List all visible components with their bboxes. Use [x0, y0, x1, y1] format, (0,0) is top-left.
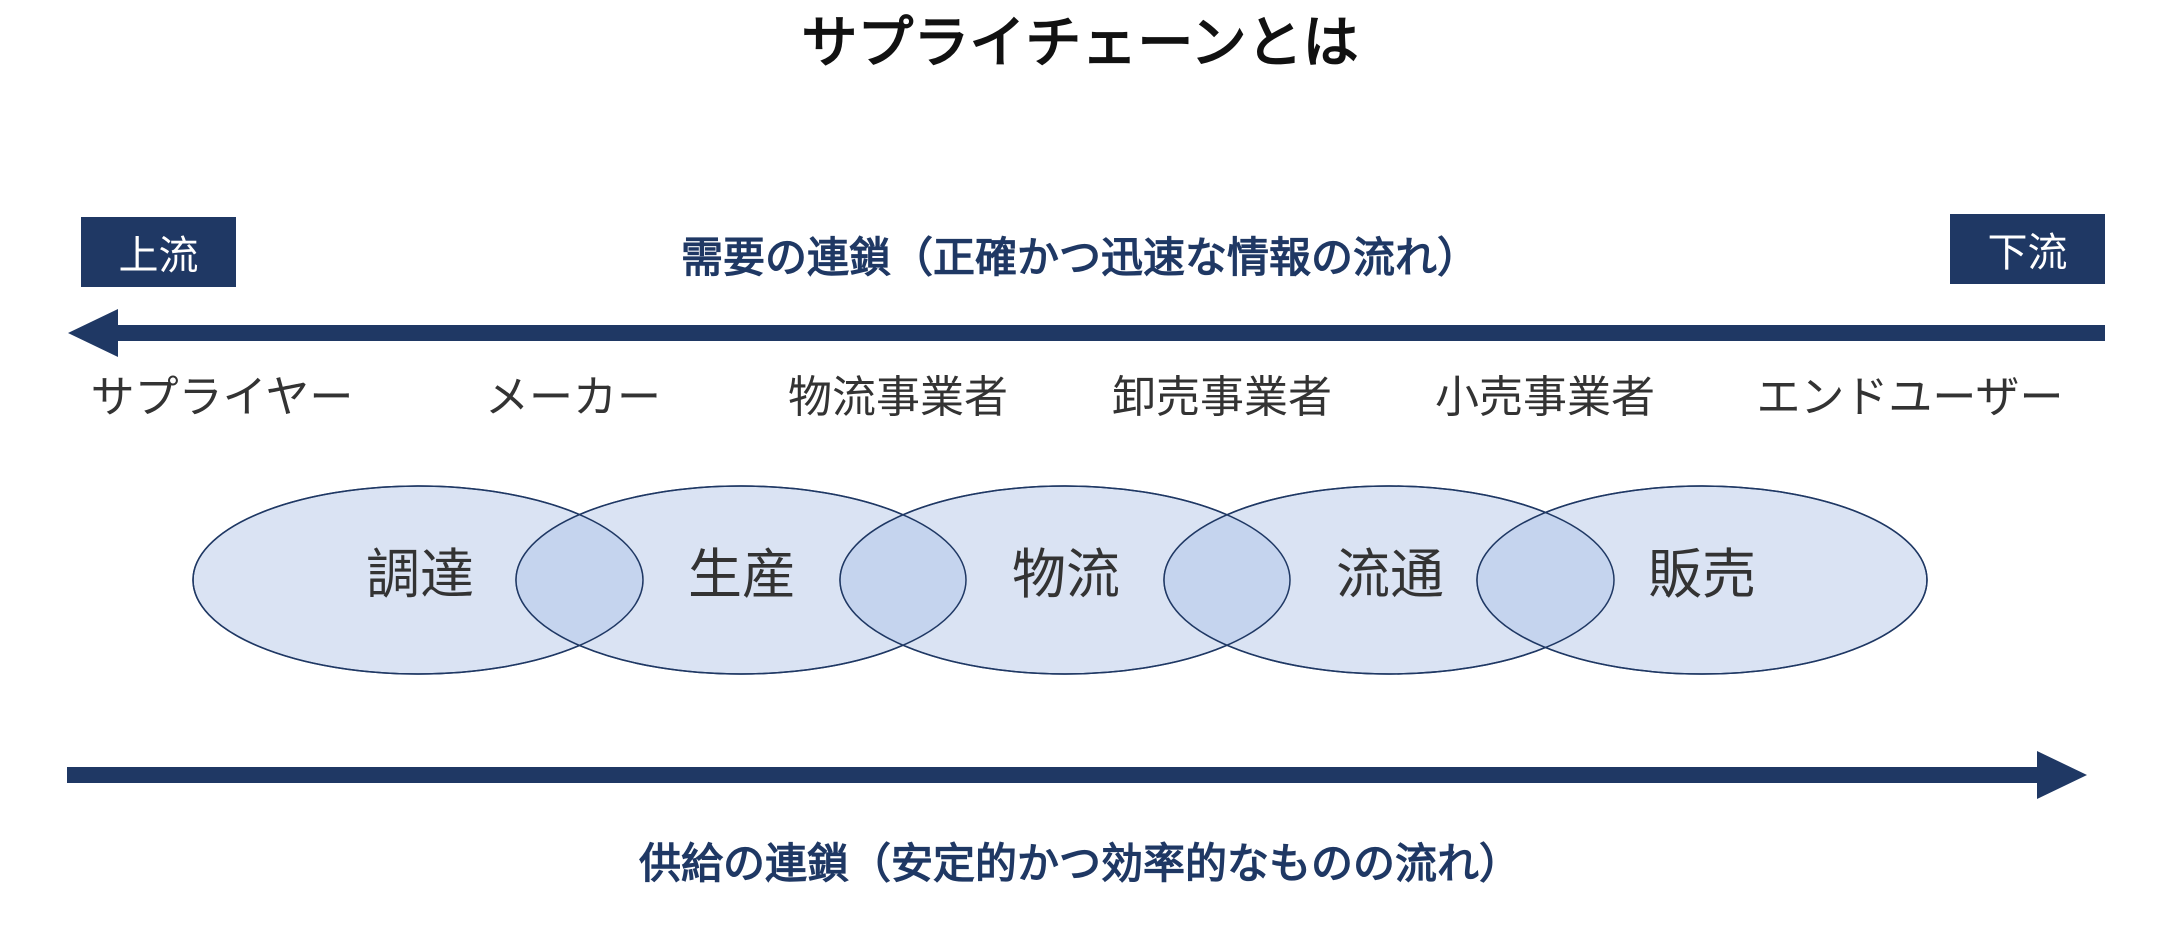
page-title: サプライチェーンとは: [801, 11, 1359, 76]
actor-retailer: 小売事業者: [1435, 372, 1655, 423]
stage-sales: 販売: [1648, 543, 1756, 606]
supply-chain-caption: 供給の連鎖（安定的かつ効率的なものの流れ）: [638, 839, 1521, 888]
stage-production: 生産: [688, 543, 796, 606]
supply-arrow: [67, 751, 2087, 799]
actor-logistics-provider: 物流事業者: [788, 372, 1008, 423]
actor-manufacturer: メーカー: [485, 372, 661, 423]
upstream-label: 上流: [81, 217, 236, 287]
ellipse-outlines: [192, 485, 1928, 675]
stage-distribution: 流通: [1336, 543, 1444, 606]
demand-arrow: [68, 309, 2105, 357]
actor-wholesaler: 卸売事業者: [1112, 372, 1332, 423]
actor-end-user: エンドユーザー: [1756, 372, 2064, 423]
downstream-label: 下流: [1950, 214, 2105, 284]
demand-chain-caption: 需要の連鎖（正確かつ迅速な情報の流れ）: [680, 233, 1479, 282]
stage-procurement: 調達: [366, 543, 474, 606]
actor-supplier: サプライヤー: [90, 372, 354, 423]
stage-logistics: 物流: [1012, 543, 1120, 606]
